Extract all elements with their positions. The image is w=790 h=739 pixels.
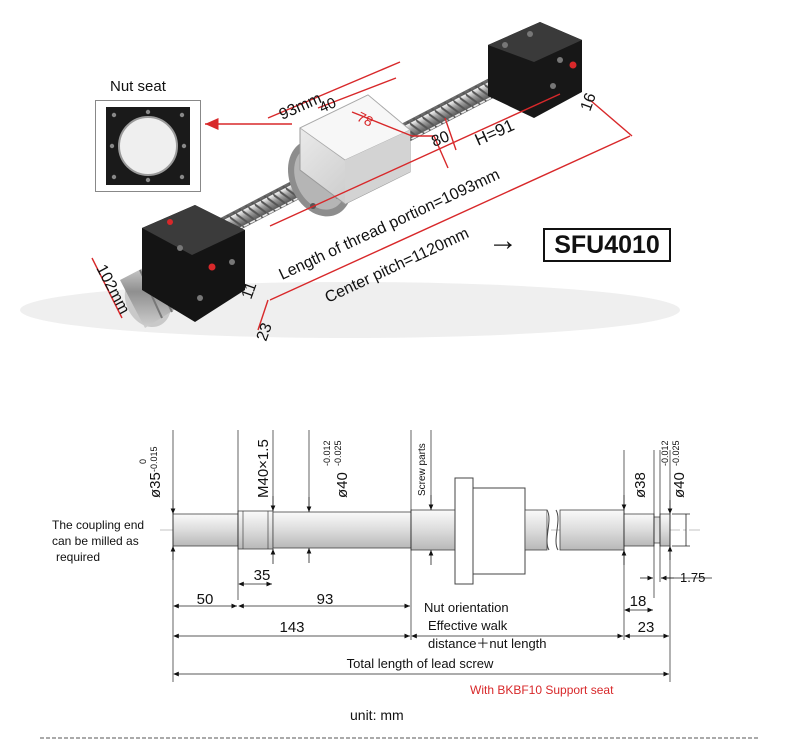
horizontal-dimensions bbox=[173, 575, 712, 677]
label-m40: M40×1.5 bbox=[255, 439, 272, 498]
dim-143: 143 bbox=[279, 619, 304, 636]
label-dia35: ø35 bbox=[147, 472, 164, 498]
support-seat-note: With BKBF10 Support seat bbox=[470, 683, 614, 697]
dim-78: 78 bbox=[355, 108, 376, 129]
label-dia35-tol-lower: -0.015 bbox=[149, 446, 159, 472]
label-dia35-tol-upper: 0 bbox=[138, 459, 148, 464]
nut-seat-block bbox=[299, 94, 411, 205]
left-support-block bbox=[142, 205, 245, 322]
diameter-arrows bbox=[170, 495, 690, 565]
label-screw-parts: Screw parts bbox=[417, 443, 428, 496]
dim-16: 16 bbox=[578, 91, 600, 114]
dim-23-photo: 23 bbox=[254, 321, 276, 344]
screw-shaft-drawing bbox=[172, 477, 671, 585]
coupling-note-line2: can be milled as bbox=[52, 534, 139, 548]
label-dia40a-tol-lower: -0.025 bbox=[333, 440, 343, 466]
dim-23: 23 bbox=[638, 619, 655, 636]
label-dia40a: ø40 bbox=[334, 472, 351, 498]
coupling-note-line3: required bbox=[56, 550, 100, 564]
right-support-block bbox=[488, 22, 582, 118]
effective-walk-line1: Effective walk bbox=[428, 618, 508, 633]
dim-50: 50 bbox=[197, 591, 214, 608]
dim-93mm: 93mm bbox=[277, 90, 325, 124]
unit-label: unit: mm bbox=[350, 707, 404, 723]
nut-orientation: Nut orientation bbox=[424, 600, 509, 615]
label-dia38: ø38 bbox=[632, 472, 649, 498]
effective-walk-line2: distance＋nut length bbox=[428, 636, 547, 651]
dim-80: 80 bbox=[429, 128, 452, 150]
diameter-labels: ø35 0 -0.015 M40×1.5 ø40 -0.012 -0.025 S… bbox=[138, 439, 688, 498]
label-dia40b-tol-upper: -0.012 bbox=[660, 440, 670, 466]
model-arrow-icon: → bbox=[488, 224, 518, 257]
dim-35: 35 bbox=[254, 567, 271, 584]
dim-H91: H=91 bbox=[472, 116, 517, 150]
photo-dimension-lines bbox=[91, 61, 633, 331]
nut-seat-title: Nut seat bbox=[110, 78, 166, 95]
dim-40: 40 bbox=[317, 94, 339, 116]
technical-drawing: ø35 0 -0.015 M40×1.5 ø40 -0.012 -0.025 S… bbox=[40, 430, 760, 739]
label-dia40a-tol-upper: -0.012 bbox=[322, 440, 332, 466]
label-dia40b: ø40 bbox=[671, 472, 688, 498]
dim-93: 93 bbox=[317, 591, 334, 608]
model-badge: SFU4010 bbox=[543, 228, 671, 262]
label-dia40b-tol-lower: -0.025 bbox=[671, 440, 681, 466]
nut-seat-image bbox=[106, 107, 190, 185]
nut-seat-inset bbox=[95, 100, 201, 192]
drawing-text-labels: The coupling end can be milled as requir… bbox=[52, 518, 705, 723]
coupling-note-line1: The coupling end bbox=[52, 518, 144, 532]
dim-18: 18 bbox=[630, 593, 647, 610]
total-length: Total length of lead screw bbox=[347, 656, 494, 671]
dim-11: 11 bbox=[239, 280, 261, 302]
dim-1-75: 1.75 bbox=[680, 570, 705, 585]
